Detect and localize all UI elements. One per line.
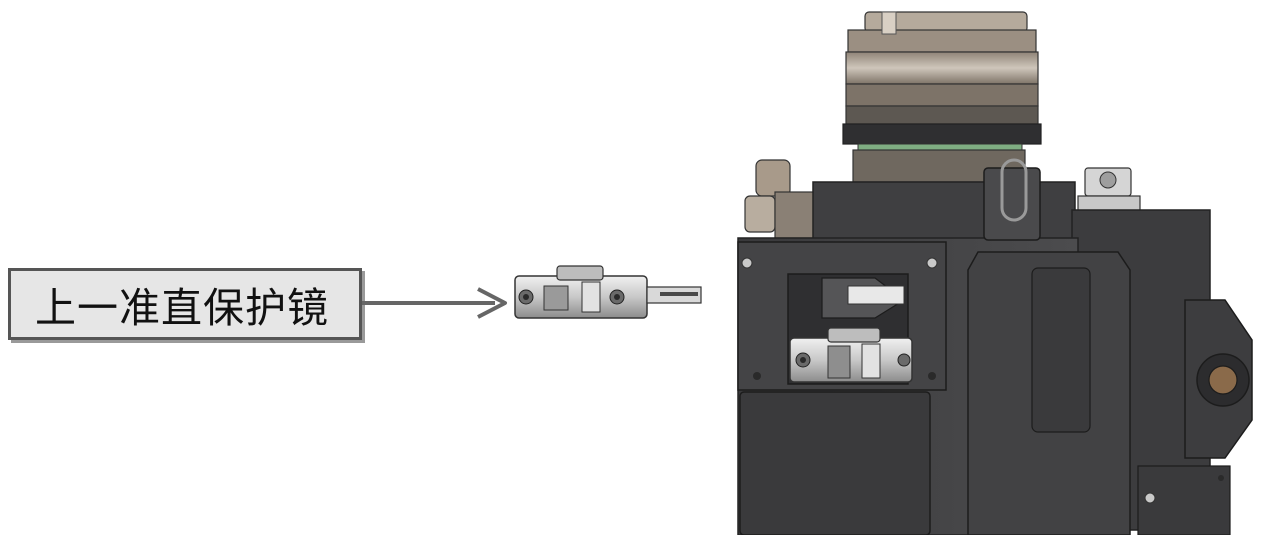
installed-lens-cartridge — [789, 327, 913, 383]
protective-lens-cartridge — [514, 265, 702, 319]
laser-head-assembly — [737, 11, 1253, 535]
lifting-bracket — [983, 158, 1041, 241]
part-label: 上一准直保护镜 — [35, 284, 329, 332]
nut-fitting — [1077, 167, 1141, 213]
pointer-arrow — [362, 287, 507, 319]
elbow-fitting — [744, 159, 818, 239]
mounting-lug — [1184, 299, 1253, 459]
side-cover — [967, 251, 1131, 535]
part-label-box: 上一准直保护镜 — [8, 268, 362, 340]
top-connector — [842, 11, 1042, 183]
